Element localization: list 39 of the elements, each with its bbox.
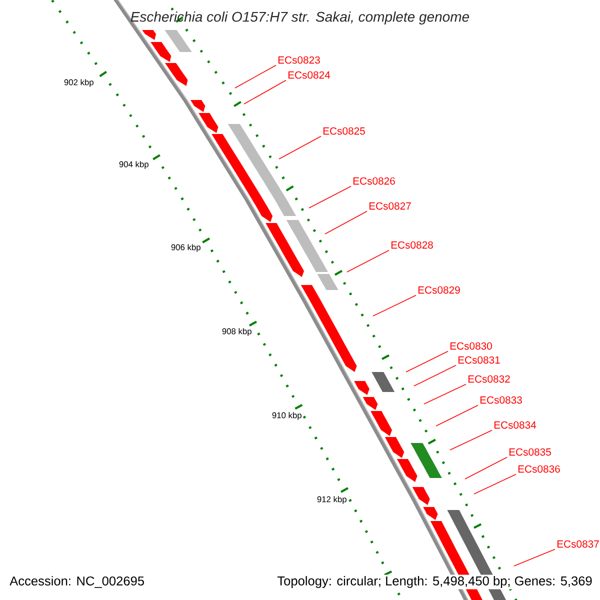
gene-label: ECs0834 bbox=[494, 421, 536, 429]
title: Escherichia coli O157:H7 str. Sakai, complete genome bbox=[130, 11, 470, 25]
leader-line bbox=[436, 404, 478, 426]
gene-label: ECs0830 bbox=[450, 342, 492, 350]
gene-label: ECs0835 bbox=[509, 448, 551, 456]
leader-line bbox=[278, 136, 322, 160]
scale-label: 912 kbp bbox=[317, 496, 346, 504]
leader-line bbox=[324, 210, 368, 234]
scale-label: 902 kbp bbox=[64, 79, 94, 87]
leader-line bbox=[346, 250, 390, 272]
gene-label: ECs0824 bbox=[288, 71, 330, 79]
leader-line bbox=[244, 80, 286, 104]
leader-line bbox=[234, 64, 276, 88]
scale-label: 904 kbp bbox=[119, 161, 148, 169]
leader-line bbox=[474, 474, 516, 494]
leader-line bbox=[372, 294, 416, 316]
gene-label: ECs0827 bbox=[369, 202, 411, 210]
gene-label: ECs0828 bbox=[391, 241, 433, 249]
scale-label: 910 kbp bbox=[272, 412, 302, 420]
leader-line bbox=[424, 384, 466, 404]
gene-label: ECs0831 bbox=[458, 356, 500, 364]
scale-label: 908 kbp bbox=[222, 328, 252, 336]
leader-line bbox=[406, 350, 448, 372]
accession-text: Accession: NC_002695 bbox=[10, 576, 144, 588]
gene-label: ECs0825 bbox=[323, 127, 365, 135]
leader-line bbox=[464, 456, 508, 480]
gene-label: ECs0826 bbox=[353, 177, 395, 185]
gene-label: ECs0837 bbox=[557, 540, 599, 548]
gene-label: ECs0823 bbox=[278, 56, 320, 64]
leader-line bbox=[450, 430, 492, 450]
gene-label: ECs0832 bbox=[468, 375, 510, 383]
leader-line bbox=[308, 186, 352, 208]
leader-line bbox=[514, 548, 556, 566]
genome-info-text: Topology: circular; Length: 5,498,450 bp; Genes: 5,369 bbox=[276, 574, 594, 590]
gene-label: ECs0836 bbox=[518, 465, 560, 473]
scale-label: 906 kbp bbox=[171, 244, 200, 252]
gene-label: ECs0833 bbox=[480, 396, 522, 404]
gene-label: ECs0829 bbox=[418, 286, 460, 294]
leader-line bbox=[414, 364, 456, 386]
